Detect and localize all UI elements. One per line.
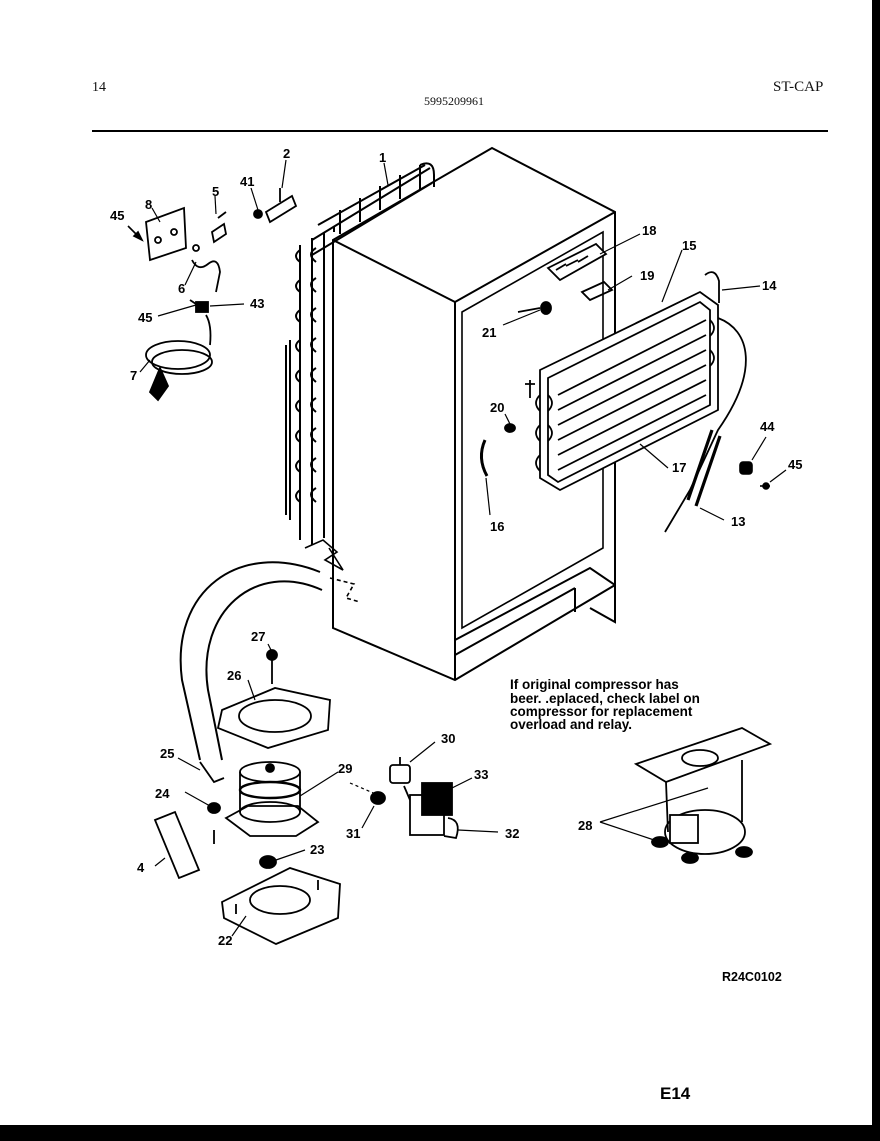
note-line-4: overload and relay. bbox=[510, 717, 632, 732]
drain-hose bbox=[179, 539, 361, 761]
note-line-1: If original compressor has bbox=[510, 677, 679, 692]
callout-43: 43 bbox=[250, 296, 264, 311]
callout-45-mid: 45 bbox=[138, 310, 152, 325]
callout-6: 6 bbox=[178, 281, 185, 296]
leader-lines bbox=[139, 159, 787, 937]
interior-parts bbox=[480, 242, 614, 477]
callout-21: 21 bbox=[482, 325, 496, 340]
callout-41: 41 bbox=[240, 174, 254, 189]
header-rule bbox=[92, 130, 828, 132]
callout-5: 5 bbox=[212, 184, 219, 199]
callout-44: 44 bbox=[760, 419, 775, 434]
callout-32: 32 bbox=[505, 826, 519, 841]
callout-17: 17 bbox=[672, 460, 686, 475]
callout-24: 24 bbox=[155, 786, 170, 801]
note-line-3: compressor for replacement bbox=[510, 704, 693, 719]
compressor-note: If original compressor has beer. .eplace… bbox=[510, 677, 700, 732]
callout-25: 25 bbox=[160, 746, 174, 761]
callout-15: 15 bbox=[682, 238, 696, 253]
callout-arrow-45a bbox=[127, 225, 144, 242]
section-code: ST-CAP bbox=[773, 79, 824, 95]
page-border-bottom bbox=[0, 1125, 880, 1141]
callout-7: 7 bbox=[130, 368, 137, 383]
callout-4: 4 bbox=[137, 860, 145, 875]
reference-code: R24C0102 bbox=[722, 970, 782, 984]
page-tag: E14 bbox=[660, 1084, 691, 1103]
callout-31: 31 bbox=[346, 826, 360, 841]
note-line-2: beer. .eplaced, check label on bbox=[510, 691, 700, 706]
callout-22: 22 bbox=[218, 933, 232, 948]
callout-27: 27 bbox=[251, 629, 265, 644]
callout-2: 2 bbox=[283, 146, 290, 161]
callout-16: 16 bbox=[490, 519, 504, 534]
callout-29: 29 bbox=[338, 761, 352, 776]
evaporator bbox=[525, 271, 747, 533]
relay-overload-parts bbox=[370, 757, 459, 840]
callout-14: 14 bbox=[762, 278, 777, 293]
compressor-assembly bbox=[153, 649, 341, 945]
replacement-compressor bbox=[633, 727, 773, 864]
callout-28: 28 bbox=[578, 818, 592, 833]
model-number: 5995209961 bbox=[424, 94, 484, 108]
callout-13: 13 bbox=[731, 514, 745, 529]
callout-8: 8 bbox=[145, 197, 152, 212]
callout-26: 26 bbox=[227, 668, 241, 683]
callout-1: 1 bbox=[379, 150, 386, 165]
callout-labels: 1 2 4 5 6 7 8 13 14 15 16 17 18 19 20 21… bbox=[110, 146, 802, 948]
page-border-right bbox=[872, 0, 880, 1141]
callout-30: 30 bbox=[441, 731, 455, 746]
callout-33: 33 bbox=[474, 767, 488, 782]
condenser-coil bbox=[285, 162, 435, 545]
fastener-parts-right bbox=[739, 461, 770, 490]
page-number: 14 bbox=[92, 80, 106, 95]
left-small-parts bbox=[145, 188, 298, 402]
cabinet bbox=[332, 146, 616, 682]
callout-23: 23 bbox=[310, 842, 324, 857]
callout-18: 18 bbox=[642, 223, 656, 238]
callout-19: 19 bbox=[640, 268, 654, 283]
callout-45-right: 45 bbox=[788, 457, 802, 472]
callout-45-top: 45 bbox=[110, 208, 124, 223]
callout-20: 20 bbox=[490, 400, 504, 415]
